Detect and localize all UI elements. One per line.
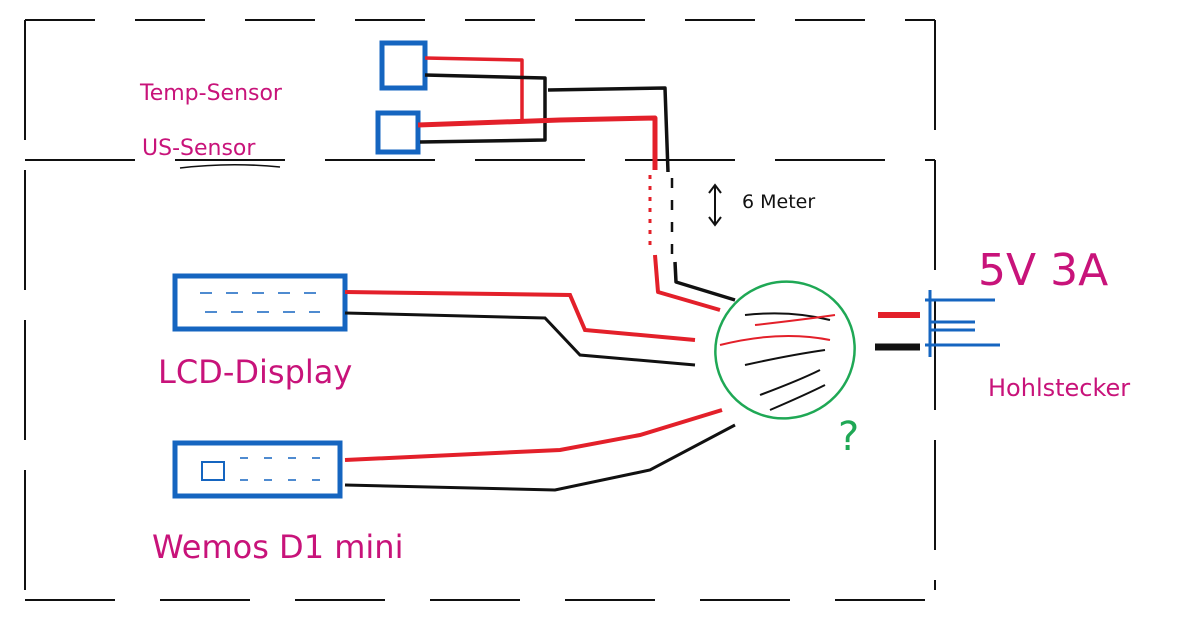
- wemos-label: Wemos D1 mini: [152, 528, 403, 566]
- lcd-wires: [344, 290, 696, 367]
- temp-sensor-label: Temp-Sensor: [139, 81, 283, 106]
- junction: ?: [714, 280, 859, 460]
- power-connector: [875, 290, 1000, 357]
- lcd-display: [172, 273, 348, 332]
- underline: [179, 163, 281, 169]
- wemos-wires: [344, 408, 736, 492]
- junction-question-mark: ?: [838, 414, 859, 460]
- cable-length-annotation: 6 Meter: [708, 183, 815, 227]
- power-label: 5V 3A: [978, 245, 1108, 296]
- us-sensor: [375, 110, 421, 155]
- enclosure-outline: [24, 19, 936, 601]
- connector-label: Hohlstecker: [988, 374, 1130, 402]
- wemos-d1-mini: [172, 440, 343, 499]
- temp-sensor: [379, 40, 428, 91]
- us-sensor-label: US-Sensor: [142, 136, 256, 161]
- cable-length-label: 6 Meter: [742, 191, 815, 213]
- sensor-wires: [417, 56, 736, 312]
- lcd-label: LCD-Display: [158, 353, 352, 391]
